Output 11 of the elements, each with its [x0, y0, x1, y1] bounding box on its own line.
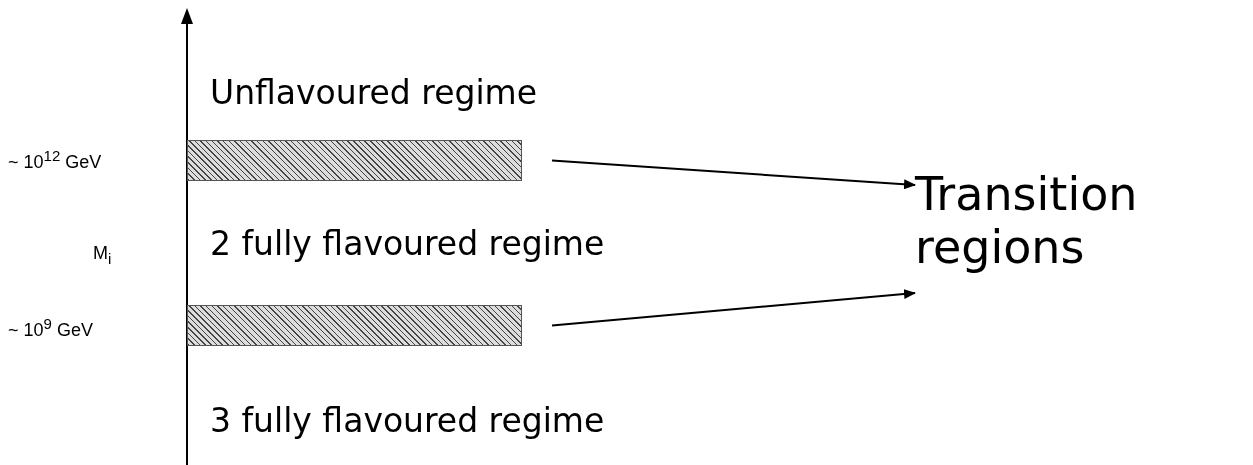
hatched-band: [187, 305, 522, 346]
hatched-band: [187, 140, 522, 181]
energy-label: ~ 10$^{12}$ GeV: [8, 147, 102, 174]
arrow: [551, 159, 916, 190]
mass-label: M$_{i}$: [93, 243, 112, 268]
region-label: 3 fully flavoured regime: [210, 403, 605, 440]
region-label: 2 fully flavoured regime: [210, 226, 605, 263]
region-label: Unflavoured regime: [210, 75, 537, 112]
energy-label: ~ 10$^{9}$ GeV: [8, 315, 93, 342]
transition-label: Transition regions: [915, 168, 1215, 274]
arrow: [551, 289, 916, 327]
